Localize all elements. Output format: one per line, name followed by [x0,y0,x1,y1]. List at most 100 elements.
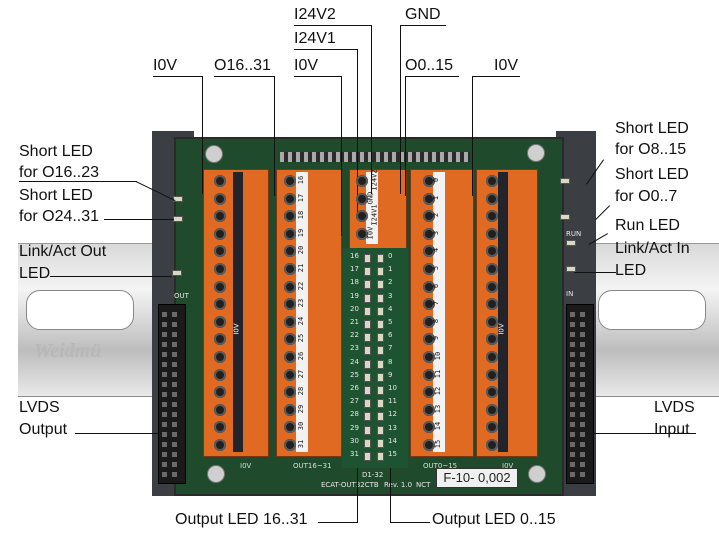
led-number-right: 13 [388,423,397,432]
lvds-pin [570,452,575,457]
terminal-hole [214,439,226,451]
lvds-pin [580,412,585,417]
label-link-act-in-line2: LED [615,262,647,279]
lvds-pin [172,442,177,447]
lvds-pin [162,402,167,407]
output-led [377,372,384,382]
strip-mark-number: 13 [434,404,443,414]
terminal-hole [214,368,226,381]
terminal-hole [214,192,226,205]
lvds-pin [580,472,585,477]
lvds-pin [162,312,167,317]
terminal-hole [356,192,368,205]
strip-mark-number: 11 [434,369,443,378]
lvds-pin [570,342,575,347]
leader-o0-15-h [405,76,459,77]
led-number-left: 28 [350,410,359,419]
marker-strip-i0v-right [498,172,508,452]
silk-nct: NCT [416,481,431,489]
terminal-hole [423,280,435,293]
terminal-hole [486,351,498,363]
output-led [377,438,384,448]
led-number-right: 11 [388,397,397,406]
output-led [364,372,371,382]
led-number-right: 3 [388,291,393,300]
lvds-pin [580,352,585,357]
marker-strip-i0v-left [233,172,243,452]
terminal-hole [214,263,226,275]
strip-mark-number: 10 [434,351,443,361]
terminal-hole [423,245,435,258]
i0v-mark-left: I0V [232,323,241,335]
output-led [364,333,371,343]
terminal-hole [284,403,296,416]
strip-mark-number: 28 [297,386,306,396]
terminal-hole [284,227,296,240]
output-led [364,359,371,369]
lvds-pin [570,312,575,317]
label-i24v1: I24V1 [294,30,336,47]
led-area [342,248,408,468]
lvds-pin [570,402,575,407]
terminal-hole [284,210,296,223]
terminal-hole [423,439,435,451]
label-output-led-0-15: Output LED 0..15 [432,511,556,528]
strip-mark-number: 31 [297,439,306,449]
led-number-right: 14 [388,436,397,445]
terminal-hole [356,227,368,240]
i0v-mark-right: I0V [497,323,506,335]
terminal-hole [214,386,226,399]
strip-mark-number: 27 [297,369,306,378]
label-short-o8-15-line2: for O8..15 [615,141,687,158]
leader-i24v1-v [357,49,358,214]
terminal-hole [423,263,435,275]
strip-mark-number: 1 [432,195,441,200]
leader-o16-31-h [214,76,275,77]
terminal-hole [423,368,435,381]
label-i0v-mid: I0V [294,57,319,74]
strip-mark-number: 0 [432,177,441,183]
strip-mark-number: 23 [297,298,306,308]
terminal-hole [284,439,296,451]
output-led [377,306,384,316]
part-number-tag: F-10- 0,002 [436,468,518,488]
leader-o16-31-v [274,76,275,196]
strip-mark-number: 24 [297,316,306,326]
run-led [566,240,576,246]
terminal-hole [284,175,296,187]
terminal-hole [214,421,226,434]
terminal-hole [214,315,226,328]
label-o16-31: O16..31 [214,57,271,74]
led-number-left: 24 [350,357,359,366]
label-i0v-left: I0V [153,57,178,74]
lvds-pin [162,412,167,417]
marker-strip-power [366,172,378,244]
lvds-pin [570,332,575,337]
terminal-hole [284,263,296,275]
terminal-hole [486,421,498,434]
label-short-o8-15-line1: Short LED [615,120,689,137]
strip-mark-number: 29 [297,404,306,414]
led-number-right: 10 [388,384,397,392]
lvds-pin [172,332,177,337]
label-lvds-input-line2: Input [654,421,690,438]
lvds-pin [570,392,575,397]
output-led [364,306,371,316]
leader-i0v-mid-v [341,76,342,236]
lvds-pin [570,362,575,367]
label-o0-15: O0..15 [405,57,454,74]
terminal-hole [423,386,435,399]
leader-short-o0-7 [595,205,610,221]
leader-lvds-output [75,433,161,434]
strip-mark-power: I24V2 [370,169,379,191]
terminal-hole [423,192,435,205]
terminal-hole [486,263,498,275]
silk-d1-32: D1-32 [362,471,384,479]
terminal-hole [214,227,226,240]
strip-mark-number: 19 [297,228,306,238]
lvds-pin [580,452,585,457]
led-number-left: 16 [350,252,359,260]
strip-mark-number: 17 [297,193,306,202]
silk-model: ECAT-OUT32CTB [321,481,379,489]
terminal-hole [423,315,435,328]
